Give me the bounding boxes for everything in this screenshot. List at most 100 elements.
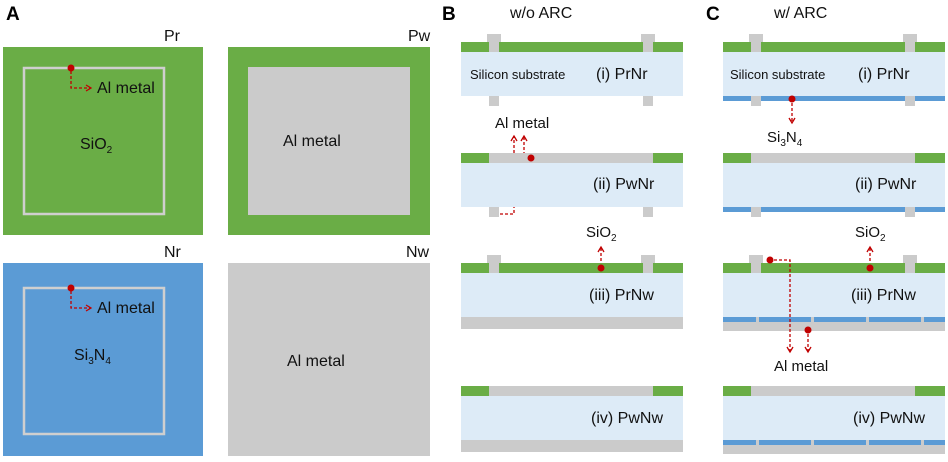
nr-si3n4-label: Si3N4 bbox=[74, 347, 111, 367]
b2-al-bottom-left bbox=[489, 207, 499, 217]
c4-stage-label: (iv) PwNw bbox=[853, 410, 925, 427]
b3-stage-label: (iii) PrNw bbox=[589, 287, 654, 304]
pr-sio2-square bbox=[3, 47, 203, 235]
b3-sio2-top bbox=[461, 263, 683, 273]
nr-si-sub: 3 bbox=[88, 356, 94, 367]
c2-al-bottom-left bbox=[751, 207, 761, 217]
panel-c: C w/ ARC Silicon substrate (i) PrNr Si3N… bbox=[706, 4, 945, 454]
c1-al-top-left-cap bbox=[749, 34, 763, 42]
c4-si3n4-seg-1 bbox=[723, 440, 756, 445]
pw-al-metal-label: Al metal bbox=[283, 133, 341, 150]
b2-silicon bbox=[461, 163, 683, 207]
c4-al-top bbox=[751, 386, 915, 396]
b2-marker-dot bbox=[527, 154, 535, 162]
panel-a-letter: A bbox=[6, 4, 20, 25]
b4-al-bottom bbox=[461, 440, 683, 452]
c3-al-top-left-via bbox=[751, 263, 761, 273]
b2-sio2-right bbox=[653, 153, 683, 163]
b3-al-top-right-via bbox=[643, 263, 653, 273]
c2-silicon bbox=[723, 163, 945, 207]
b-stage-4-stack bbox=[461, 386, 683, 452]
nr-si3n4-square bbox=[3, 263, 203, 456]
c-sio2-label: SiO2 bbox=[855, 224, 886, 244]
c1-si3n4-bottom bbox=[723, 96, 945, 101]
panel-a: A Pr Al metal SiO2 Pw Al metal Nr Al met… bbox=[3, 4, 431, 456]
c2-sio2-right bbox=[915, 153, 945, 163]
pr-marker-dot bbox=[67, 64, 75, 72]
panel-b: B w/o ARC Silicon substrate (i) PrNr Al … bbox=[442, 4, 683, 452]
c-n-text: N bbox=[786, 129, 797, 146]
c-sio2-base: SiO bbox=[855, 224, 880, 241]
c-al-metal-label: Al metal bbox=[774, 358, 828, 375]
b1-al-bottom-left bbox=[489, 96, 499, 106]
pr-sio2-base: SiO bbox=[80, 136, 107, 153]
c-sio2-sub: 2 bbox=[880, 233, 886, 244]
b2-al-top bbox=[489, 153, 653, 163]
nw-label: Nw bbox=[406, 244, 430, 261]
c3-al-top-right-via bbox=[905, 263, 915, 273]
panel-c-letter: C bbox=[706, 4, 720, 25]
b3-al-top-left-via bbox=[489, 263, 499, 273]
b1-silicon bbox=[461, 52, 683, 96]
c-si3n4-label: Si3N4 bbox=[767, 129, 803, 149]
pr-al-ring bbox=[22, 66, 166, 216]
pr-sio2-sub: 2 bbox=[107, 145, 113, 156]
c1-al-top-right-via bbox=[905, 42, 915, 52]
c4-si3n4-seg-4 bbox=[869, 440, 921, 445]
b2-sio2-left bbox=[461, 153, 489, 163]
b-stage-2-stack bbox=[461, 153, 683, 217]
c1-stage-label: (i) PrNr bbox=[858, 66, 910, 83]
nr-al-metal-label: Al metal bbox=[97, 300, 155, 317]
c3-si3n4-seg-3 bbox=[814, 317, 866, 322]
b1-al-top-right-via bbox=[643, 42, 653, 52]
c3-top-marker-dot bbox=[766, 256, 774, 264]
b-sio2-label: SiO2 bbox=[586, 224, 617, 244]
c1-marker-dot bbox=[788, 95, 796, 103]
c-stage-3-stack bbox=[723, 255, 945, 331]
nr-label: Nr bbox=[164, 244, 182, 261]
nr-n-sub: 4 bbox=[105, 356, 111, 367]
b2-stage-label: (ii) PwNr bbox=[593, 176, 655, 193]
c4-si3n4-seg-3 bbox=[814, 440, 866, 445]
b1-sio2-top bbox=[461, 42, 683, 52]
pr-arrow bbox=[70, 71, 93, 92]
b1-stage-label: (i) PrNr bbox=[596, 66, 648, 83]
b-sio2-base: SiO bbox=[586, 224, 611, 241]
b1-al-bottom-right bbox=[643, 96, 653, 106]
c-si-text: Si bbox=[767, 129, 780, 146]
c3-sio2-marker-dot bbox=[866, 264, 874, 272]
c1-sio2-top bbox=[723, 42, 945, 52]
c3-si3n4-seg-5 bbox=[924, 317, 945, 322]
b4-stage-label: (iv) PwNw bbox=[591, 410, 663, 427]
b4-sio2-left bbox=[461, 386, 489, 396]
b-sio2-sub: 2 bbox=[611, 233, 617, 244]
c3-stage-label: (iii) PrNw bbox=[851, 287, 916, 304]
c-n-sub: 4 bbox=[797, 138, 803, 149]
b-stage-1-stack bbox=[461, 34, 683, 106]
b3-silicon bbox=[461, 273, 683, 317]
c2-al-top bbox=[751, 153, 915, 163]
c4-si3n4-seg-2 bbox=[759, 440, 811, 445]
c1-al-bottom-left bbox=[751, 96, 761, 106]
pr-sio2-label: SiO2 bbox=[80, 136, 113, 156]
nr-arrow bbox=[70, 291, 93, 312]
nw-al-metal-label: Al metal bbox=[287, 353, 345, 370]
c-si-sub: 3 bbox=[780, 138, 786, 149]
c2-sio2-left bbox=[723, 153, 751, 163]
c1-al-bottom-right bbox=[905, 96, 915, 106]
c2-al-bottom-right bbox=[905, 207, 915, 217]
nr-al-ring bbox=[22, 286, 166, 436]
c-stage-4-stack bbox=[723, 386, 945, 454]
b3-marker-dot bbox=[597, 264, 605, 272]
nr-n-text: N bbox=[94, 347, 106, 364]
c1-al-top-left-via bbox=[751, 42, 761, 52]
nr-si-text: Si bbox=[74, 347, 88, 364]
c1-al-top-right-cap bbox=[903, 34, 917, 42]
c1-substrate-label: Silicon substrate bbox=[730, 67, 825, 82]
c2-si3n4-bottom bbox=[723, 207, 945, 212]
b-stage-3-stack bbox=[461, 255, 683, 329]
pw-label: Pw bbox=[408, 28, 431, 45]
c3-al-bottom bbox=[723, 322, 945, 331]
c4-al-bottom bbox=[723, 445, 945, 454]
